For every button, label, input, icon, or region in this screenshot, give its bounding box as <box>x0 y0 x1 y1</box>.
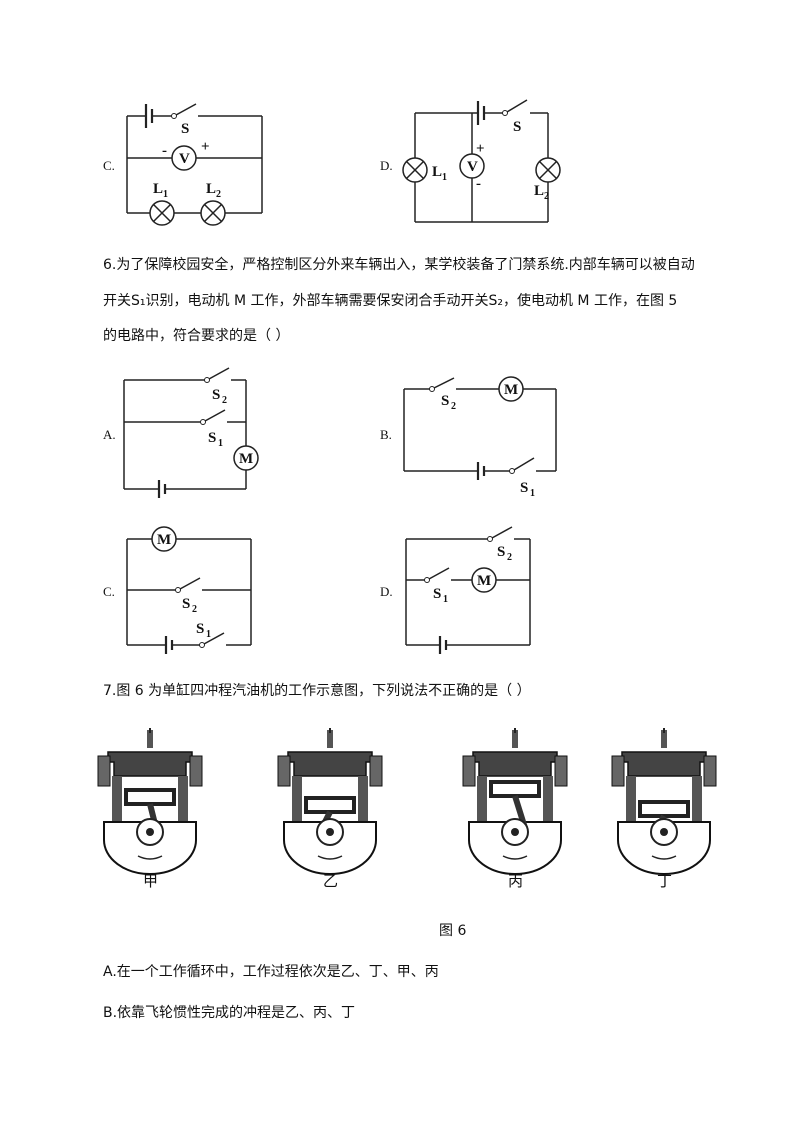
svg-text:2: 2 <box>507 552 512 563</box>
svg-text:1: 1 <box>443 594 448 605</box>
svg-text:S: S <box>196 621 204 637</box>
engine-label-1: 甲 <box>143 872 158 890</box>
q5c-switch-label: S <box>181 121 189 137</box>
q5-option-c-label[interactable]: C. <box>103 158 115 173</box>
svg-text:L: L <box>153 181 163 197</box>
q6-option-c-label[interactable]: C. <box>103 584 115 599</box>
svg-text:M: M <box>504 382 518 398</box>
svg-text:M: M <box>157 532 171 548</box>
svg-text:L: L <box>432 164 442 180</box>
q6-option-d-label[interactable]: D. <box>380 584 393 599</box>
engine-diagram-3: 丙 <box>462 728 568 890</box>
svg-text:S: S <box>208 430 216 446</box>
svg-text:S: S <box>212 387 220 403</box>
svg-text:M: M <box>239 451 253 467</box>
q5c-voltmeter-label: V <box>179 151 190 167</box>
q6-stem-line2: 开关S₁识别，电动机 M 工作，外部车辆需要保安闭合手动开关S₂，使电动机 M … <box>103 293 678 309</box>
q6-option-b-label[interactable]: B. <box>380 427 392 442</box>
engine-label-4: 丁 <box>657 872 672 890</box>
svg-text:1: 1 <box>163 189 168 200</box>
engine-label-2: 乙 <box>323 872 338 890</box>
svg-text:2: 2 <box>192 604 197 615</box>
svg-text:S: S <box>433 586 441 602</box>
svg-text:S: S <box>441 393 449 409</box>
svg-text:2: 2 <box>544 191 549 202</box>
svg-text:2: 2 <box>216 189 221 200</box>
svg-text:V: V <box>467 159 478 175</box>
svg-text:S: S <box>520 480 528 496</box>
svg-text:-: - <box>476 176 481 192</box>
q6-stem-line3: 的电路中，符合要求的是（ ） <box>103 328 290 344</box>
svg-text:1: 1 <box>218 438 223 449</box>
engine-diagram-2: 乙 <box>277 728 383 890</box>
svg-text:1: 1 <box>442 172 447 183</box>
svg-text:2: 2 <box>222 395 227 406</box>
q6-stem-line1: 6.为了保障校园安全，严格控制区分外来车辆出入，某学校装备了门禁系统.内部车辆可… <box>103 257 695 273</box>
svg-text:2: 2 <box>451 401 456 412</box>
svg-text:-: - <box>162 143 167 159</box>
q7-figure-caption: 图 6 <box>439 923 467 939</box>
q7-engine-figure: 甲乙丙丁 <box>97 728 717 890</box>
svg-text:L: L <box>534 183 544 199</box>
q5-option-d-label[interactable]: D. <box>380 158 393 173</box>
svg-text:S: S <box>513 119 521 135</box>
svg-text:1: 1 <box>206 629 211 640</box>
q6-option-a-label[interactable]: A. <box>103 427 116 442</box>
svg-text:M: M <box>477 573 491 589</box>
engine-diagram-4: 丁 <box>611 728 717 890</box>
engine-diagram-1: 甲 <box>97 728 203 890</box>
svg-text:L: L <box>206 181 216 197</box>
svg-text:+: + <box>201 139 210 155</box>
q7-option-a[interactable]: A.在一个工作循环中，工作过程依次是乙、丁、甲、丙 <box>103 964 439 980</box>
svg-text:1: 1 <box>530 488 535 499</box>
svg-text:S: S <box>497 544 505 560</box>
q7-option-b[interactable]: B.依靠飞轮惯性完成的冲程是乙、丙、丁 <box>103 1005 356 1021</box>
svg-text:S: S <box>182 596 190 612</box>
q7-stem: 7.图 6 为单缸四冲程汽油机的工作示意图，下列说法不正确的是（ ） <box>103 683 531 699</box>
svg-text:+: + <box>476 141 485 157</box>
engine-label-3: 丙 <box>508 872 523 890</box>
